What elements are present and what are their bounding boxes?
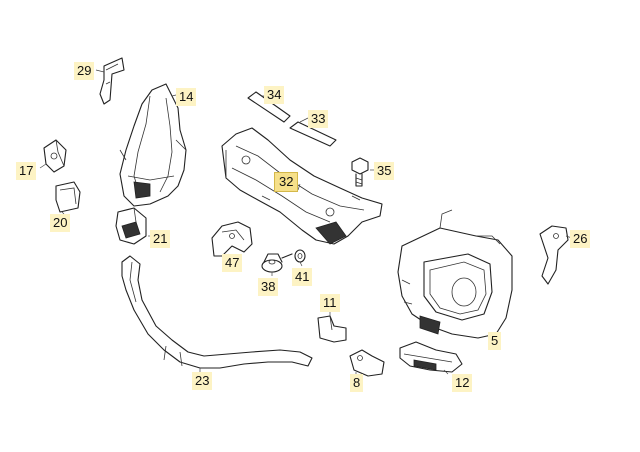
callout-23[interactable]: 23 bbox=[192, 372, 213, 390]
callout-38[interactable]: 38 bbox=[258, 278, 279, 296]
callout-17[interactable]: 17 bbox=[16, 162, 37, 180]
callout-20[interactable]: 20 bbox=[50, 214, 71, 232]
callout-47[interactable]: 47 bbox=[222, 254, 243, 272]
callout-8[interactable]: 8 bbox=[350, 374, 364, 392]
part-20-clip[interactable] bbox=[55, 181, 81, 213]
callout-35[interactable]: 35 bbox=[374, 162, 395, 180]
part-14-inner-panel[interactable] bbox=[119, 83, 187, 207]
callout-32-selected[interactable]: 32 bbox=[274, 172, 299, 192]
callout-29[interactable]: 29 bbox=[74, 62, 95, 80]
callout-5[interactable]: 5 bbox=[488, 332, 502, 350]
part-21-bracket[interactable] bbox=[115, 207, 147, 245]
callout-11[interactable]: 11 bbox=[320, 294, 340, 312]
part-26-bracket[interactable] bbox=[539, 225, 569, 285]
part-41-washer[interactable] bbox=[294, 249, 306, 263]
part-11-bracket[interactable] bbox=[317, 315, 347, 343]
part-23-hose[interactable] bbox=[121, 255, 313, 369]
part-29-bracket[interactable] bbox=[99, 57, 125, 105]
callout-14[interactable]: 14 bbox=[176, 88, 197, 106]
part-38-nut[interactable] bbox=[261, 253, 283, 273]
part-8-bracket[interactable] bbox=[349, 349, 385, 377]
part-pin bbox=[281, 253, 293, 259]
part-33-seal-strip[interactable] bbox=[289, 117, 337, 147]
callout-33[interactable]: 33 bbox=[308, 110, 329, 128]
part-32-front-support[interactable] bbox=[221, 127, 383, 245]
part-17-bracket[interactable] bbox=[43, 139, 67, 173]
part-12-duct[interactable] bbox=[399, 341, 463, 373]
callout-21[interactable]: 21 bbox=[150, 230, 171, 248]
part-47-bracket[interactable] bbox=[211, 221, 253, 257]
callout-26[interactable]: 26 bbox=[570, 230, 591, 248]
part-5-headlamp-housing[interactable] bbox=[397, 209, 513, 339]
callout-12[interactable]: 12 bbox=[452, 374, 473, 392]
callout-34[interactable]: 34 bbox=[264, 86, 285, 104]
callout-41[interactable]: 41 bbox=[292, 268, 313, 286]
part-35-bolt[interactable] bbox=[351, 157, 369, 187]
